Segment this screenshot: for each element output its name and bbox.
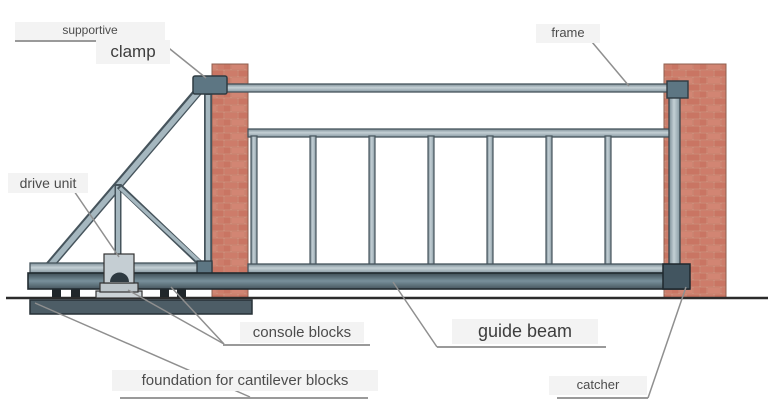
pickets	[250, 135, 612, 267]
label-console-blocks: console blocks	[240, 322, 364, 344]
picket	[368, 135, 376, 267]
label-supportive: supportive	[15, 22, 165, 40]
truss-main-diagonal-face	[44, 88, 203, 271]
catcher-leader-line	[647, 286, 687, 399]
top-corner-joint	[666, 80, 689, 99]
drive-unit-motor	[110, 272, 129, 282]
guide-beam-leader-line	[392, 281, 438, 348]
foundation-slab	[29, 299, 253, 315]
label-clamp: clamp	[96, 40, 170, 64]
label-catcher: catcher	[549, 376, 647, 395]
label-foundation: foundation for cantilever blocks	[112, 370, 378, 392]
supportive-clamp-block	[192, 75, 228, 95]
top-rail	[224, 83, 688, 93]
drive-unit-leader-line	[73, 190, 120, 258]
truss-inner-diagonal-face	[118, 186, 204, 266]
bottom-rail	[247, 263, 675, 274]
picket	[250, 135, 258, 267]
picket	[604, 135, 612, 267]
label-guide-beam: guide beam	[452, 319, 598, 344]
picket	[545, 135, 553, 267]
gate-end-post	[668, 83, 681, 290]
label-drive-unit: drive unit	[8, 173, 88, 194]
drive-unit-pedestal	[99, 282, 139, 293]
picket	[309, 135, 317, 267]
console-blocks-leader-line-1	[127, 289, 225, 345]
picket	[486, 135, 494, 267]
label-frame: frame	[536, 24, 600, 43]
left-brick-pillar	[211, 63, 249, 299]
catcher-block	[662, 263, 691, 290]
frame-leader-line	[591, 41, 630, 87]
console-blocks-leader-line-2	[170, 286, 225, 345]
picket	[427, 135, 435, 267]
